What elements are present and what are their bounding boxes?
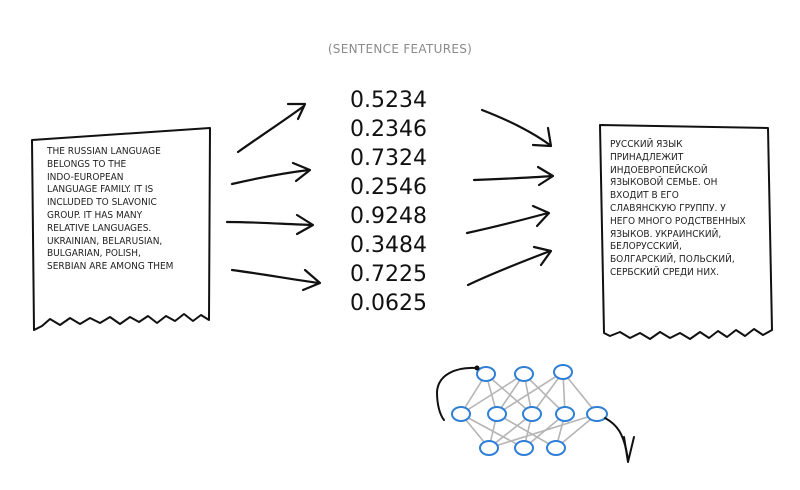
feature-value: 0.5234 [350,88,427,113]
network-nodes [451,364,608,456]
source-document-sheet [31,127,211,331]
arrow-right-1 [480,108,552,147]
arrow-left-4-head [301,268,322,292]
source-english-text: THE RUSSIAN LANGUAGE BELONGS TO THE INDO… [47,146,174,273]
right-arrows [465,108,555,287]
left-arrows [225,102,322,292]
arrow-right-2-head [536,165,555,187]
network-input-dot [474,365,480,371]
sentence-features-heading: (SENTENCE FEATURES) [327,42,473,56]
feature-value: 0.3484 [350,233,427,258]
feature-value: 0.2546 [350,175,427,200]
feature-value: 0.0625 [350,291,427,316]
node-2-5 [586,406,608,422]
arrow-left-3-head [295,213,315,236]
feature-values: 0.5234 0.2346 0.7324 0.2546 0.9248 0.348… [350,86,450,318]
arrow-left-2-head [291,161,312,183]
arrow-right-4 [466,249,552,287]
arrow-right-2 [472,174,554,182]
target-document-sheet [599,124,773,340]
node-2-1 [451,406,471,422]
node-3-1 [479,440,499,456]
node-2-4 [555,406,575,422]
node-1-3 [553,364,573,380]
arrow-right-3-head [531,204,551,228]
feature-value: 0.7324 [350,146,427,171]
node-2-2 [487,406,507,422]
arrow-left-2 [230,168,311,186]
arrow-right-1-head [531,126,553,148]
target-russian-text: РУССКИЙ ЯЗЫК ПРИНАДЛЕЖИТ ИНДОЕВРОПЕЙСКОЙ… [610,139,746,278]
arrow-left-4 [230,268,321,285]
node-1-2 [514,366,534,382]
arrow-right-4-head [532,245,553,267]
network-output-arrow-head [623,436,635,463]
feature-value: 0.9248 [350,204,427,229]
feature-value: 0.7225 [350,262,427,287]
arrow-left-1-head [286,102,307,121]
node-3-2 [514,440,534,456]
node-1-1 [476,366,496,382]
network-input-arrow [435,366,477,421]
feature-value: 0.2346 [350,117,427,142]
arrow-left-3 [225,220,314,227]
neural-network [435,364,635,463]
node-2-3 [522,406,542,422]
arrow-right-3 [465,211,550,235]
arrow-left-1 [236,104,306,154]
node-3-3 [546,440,566,456]
